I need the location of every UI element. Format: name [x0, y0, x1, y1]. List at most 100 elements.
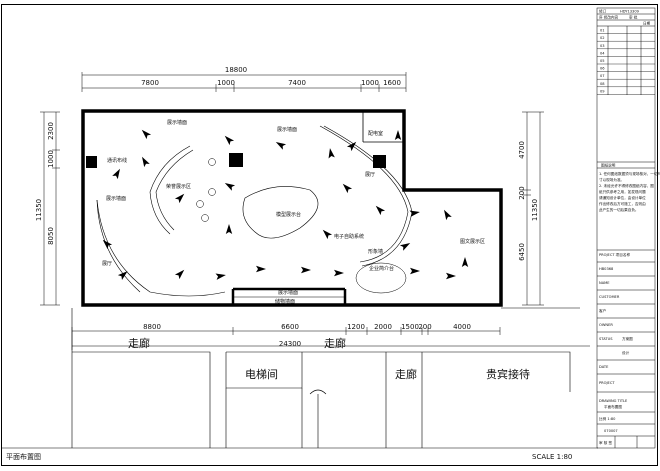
label-model: 模型展示台: [276, 211, 301, 218]
label-honor: 荣誉展示区: [166, 183, 191, 190]
flow-arrow: [102, 239, 113, 250]
tb-name-label: NAME: [599, 281, 610, 285]
display-stands: [196, 158, 407, 294]
flow-arrow: [142, 156, 150, 168]
column-2: [229, 153, 243, 167]
revision-row-number: 05: [600, 59, 605, 63]
label-graphics: 图文展示区: [460, 238, 485, 245]
dim-right-1: 4700: [518, 141, 526, 159]
flow-arrow: [141, 129, 152, 140]
tb-col3: 日期: [643, 21, 651, 26]
title-block: [596, 7, 656, 449]
flow-arrow: [275, 142, 287, 150]
tb-drawing-label: DRAWING TITLE: [599, 399, 628, 403]
tb-col2: 审 批: [629, 15, 638, 20]
right-dimension-chain: [522, 111, 544, 306]
revision-row-number: 02: [600, 36, 605, 40]
flow-arrows: [102, 129, 469, 281]
column-3: [373, 155, 386, 168]
dim-top-1: 7800: [141, 79, 159, 87]
dim-bottom-7: 4000: [453, 323, 471, 331]
sheet-border: [1, 4, 658, 466]
exterior-wall: [81, 109, 503, 307]
flow-arrow: [394, 130, 402, 140]
flow-arrow: [322, 229, 333, 240]
revision-row-number: 09: [600, 89, 605, 93]
label-wall-top: 展示墙面: [167, 119, 187, 126]
dim-right-3: 6450: [518, 243, 526, 261]
curved-walls: [96, 125, 413, 297]
flow-arrow: [375, 205, 386, 216]
label-storage-wall: 储物墙面: [275, 298, 295, 305]
dim-bottom-5: 1500: [401, 323, 419, 331]
flow-arrow: [225, 224, 233, 234]
flow-arrow: [346, 141, 357, 152]
label-e-system: 电子自助系统: [334, 233, 364, 240]
tb-notes-title: 图纸说明: [601, 163, 616, 168]
tb-note-line: 寸以现场为准。: [599, 177, 624, 182]
flow-arrow: [256, 265, 266, 273]
top-dimension-chain: [81, 72, 407, 92]
tb-date-label: DATE: [599, 365, 609, 369]
dim-right-total: 11350: [531, 199, 539, 221]
dim-bottom-6: 200: [418, 323, 431, 331]
dim-left-1: 2300: [47, 122, 55, 140]
flow-arrow: [342, 183, 353, 194]
dim-bottom-4: 2000: [374, 323, 392, 331]
tb-col1: 序 修改内容: [599, 15, 619, 20]
revision-row-number: 08: [600, 82, 605, 86]
tb-header: 修订: [599, 9, 607, 14]
tb-drawing-value: 平面布置图: [604, 404, 622, 409]
label-office: 配电室: [368, 130, 383, 137]
label-hall-lower: 展厅: [102, 261, 112, 267]
label-company: 企业简介台: [369, 265, 394, 272]
flow-arrow: [224, 135, 235, 146]
tb-scale: 比例 1:80: [599, 416, 616, 421]
tb-customer-label: CUSTOMER: [599, 295, 620, 299]
tb-drawn-label: PROJECT: [599, 381, 615, 385]
label-comm: 通讯布线: [107, 157, 127, 164]
dim-left-3: 8050: [47, 227, 55, 245]
revision-row-number: 06: [600, 67, 605, 71]
dim-top-total: 18800: [225, 66, 247, 74]
corridor-center: 走廊: [324, 336, 346, 350]
revision-row-number: 03: [600, 44, 605, 48]
label-wall-top-2: 展示墙面: [277, 126, 297, 133]
label-reception: 形象墙: [368, 248, 383, 255]
flow-arrow: [224, 183, 236, 191]
flow-arrow: [174, 269, 185, 280]
flow-arrow: [328, 148, 335, 159]
tb-note-line: 2. 未经允许不得修改图纸内容，图: [599, 183, 654, 188]
revision-row-number: 04: [600, 51, 605, 55]
flow-arrow: [399, 243, 411, 251]
flow-arrow: [409, 210, 420, 217]
flow-arrow: [334, 269, 344, 277]
flow-arrow: [446, 272, 456, 280]
tb-sign: 审 核 签: [599, 440, 612, 445]
tb-note-line: 作出修改后方可施工，否则由: [599, 201, 646, 206]
revision-row-number: 07: [600, 74, 605, 78]
dim-top-4: 1000: [361, 79, 379, 87]
dim-top-5: 1600: [383, 79, 401, 87]
dim-bottom-2: 6600: [281, 323, 299, 331]
tb-status-value: 方案图: [622, 336, 633, 341]
flow-arrow: [112, 168, 120, 180]
label-power: 展厅: [365, 172, 375, 178]
flow-arrow: [174, 193, 185, 204]
dim-top-3: 7400: [288, 79, 306, 87]
corridor-left: 走廊: [128, 336, 150, 350]
flow-arrow: [444, 209, 452, 221]
tb-status-label: STATUS: [599, 337, 613, 341]
column-1: [86, 156, 97, 168]
drawing-title: 平面布置图: [6, 452, 41, 461]
label-wall-left: 展示墙面: [106, 195, 126, 202]
corridor-right: 走廊: [395, 367, 417, 381]
dim-left-2: 1000: [47, 150, 55, 168]
tb-design-label: 设计: [622, 350, 630, 355]
interior-partitions: [231, 111, 404, 305]
left-dimension-chain: [40, 111, 60, 306]
tb-note-line: 1. 任何图纸数据须与现场核对，一切尺: [599, 171, 660, 176]
